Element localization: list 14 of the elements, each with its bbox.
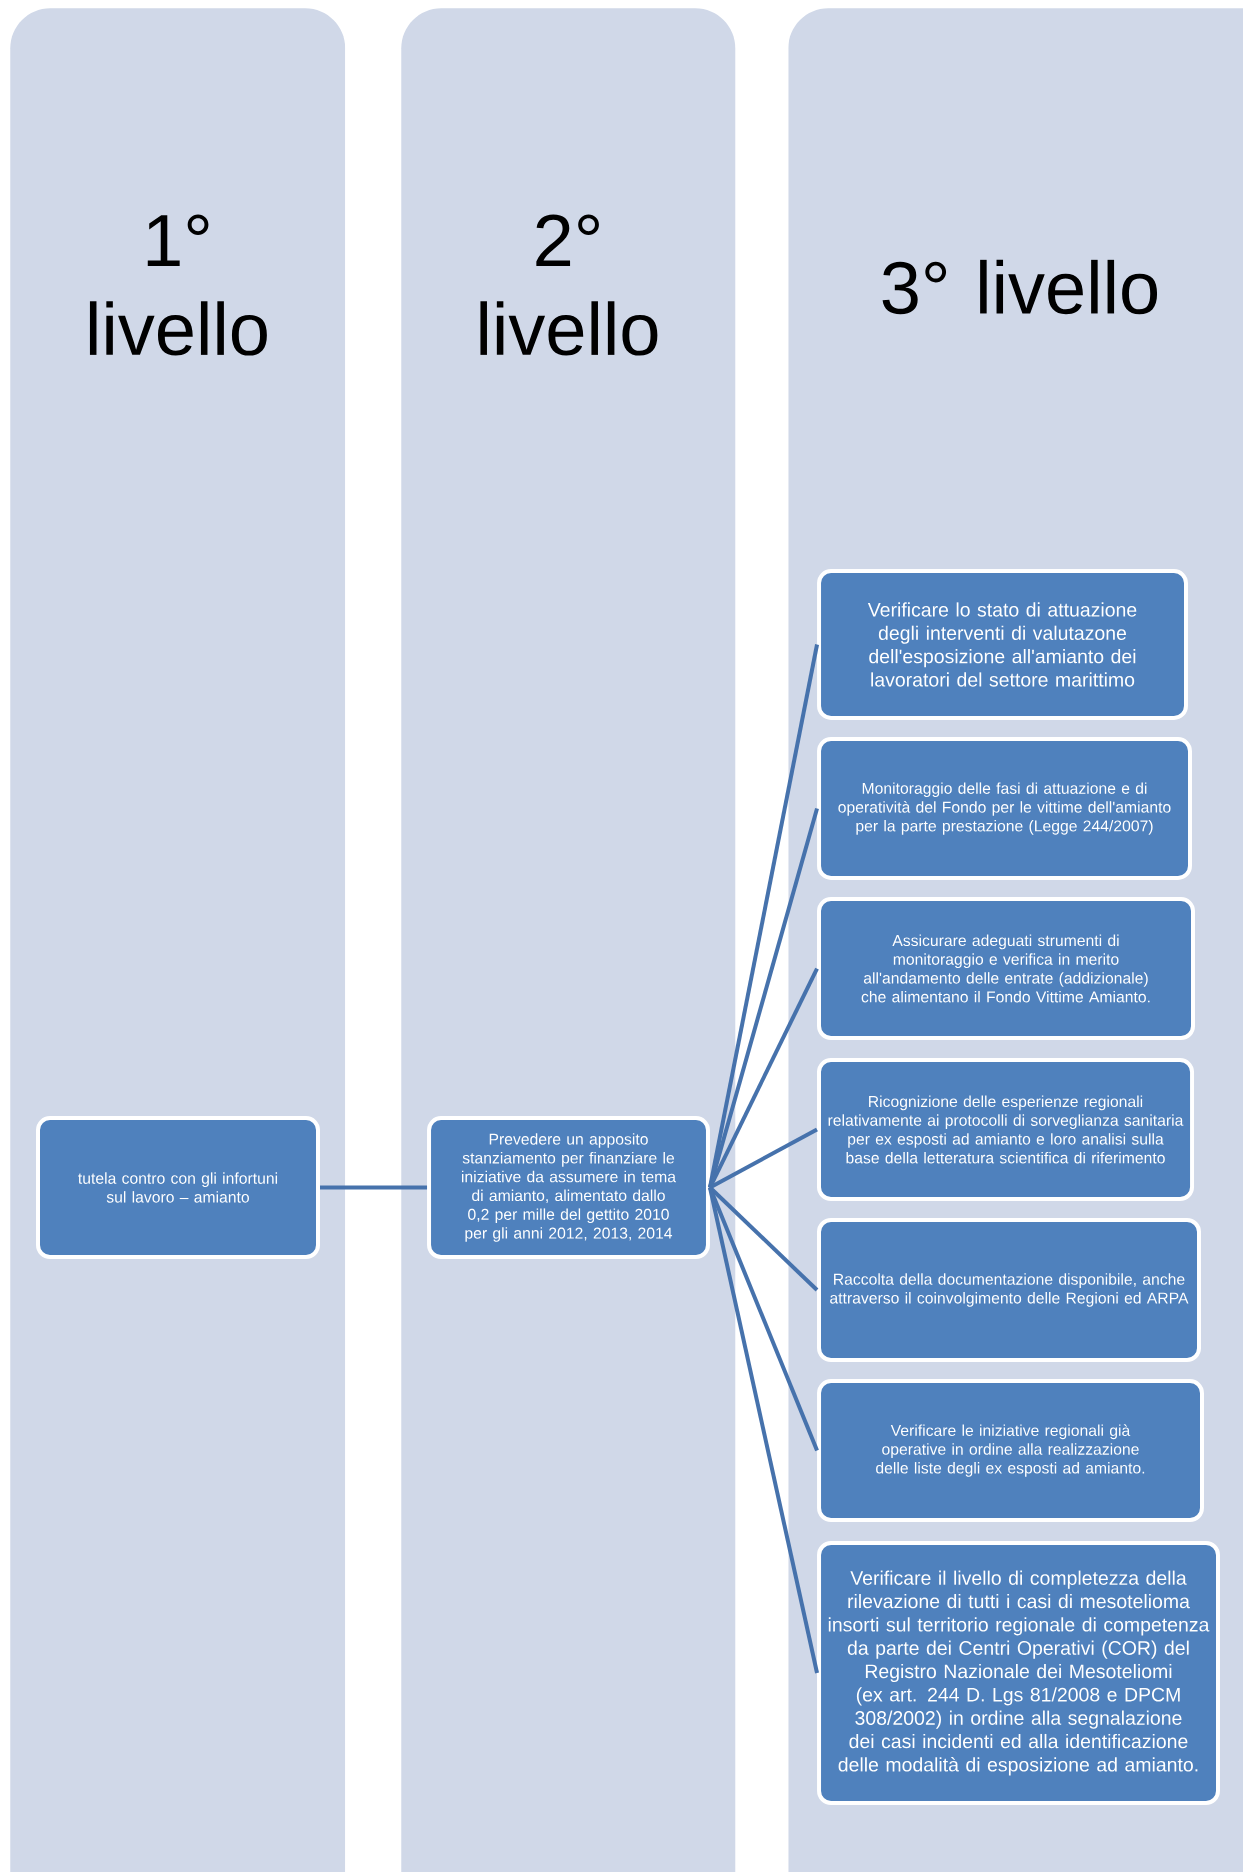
process-box: Verificare le iniziative regionali già operative in ordine alla realizzazione delle liste degli ex esposti ad amianto.	[817, 1379, 1204, 1522]
process-box: Ricognizione delle esperienze regionali relativamente ai protocolli di sorveglianza sanitaria per ex esposti ad amianto e loro analisi sulla base della letteratura scientifica di riferimento	[816, 1058, 1195, 1201]
connector-line	[708, 807, 819, 1189]
connector-line	[320, 1185, 428, 1190]
process-box: tutela contro con gli infortuni sul lavoro – amianto	[36, 1116, 320, 1259]
connector-line	[708, 967, 819, 1189]
connector-line	[708, 1187, 819, 1674]
process-box: Monitoraggio delle fasi di attuazione e di operatività del Fondo per le vittime dell'amianto per la parte prestazione (Legge 244/2007)	[817, 737, 1192, 880]
process-box: Prevedere un apposito stanziamento per finanziare le iniziative da assumere in tema di amianto, alimentato dallo 0,2 per mille del gettito 2010 per gli anni 2012, 2013, 2014	[427, 1116, 710, 1259]
process-box: Raccolta della documentazione disponibile, anche attraverso il coinvolgimento delle Regioni ed ARPA	[817, 1218, 1201, 1362]
connector-line	[709, 1127, 818, 1190]
process-box: Verificare il livello di completezza della rilevazione di tutti i casi di mesotelioma insorti sul territorio regionale di competenza da parte dei Centri Operativi (COR) del Registro Nazionale dei Mesoteliomi (ex art. 244 D. Lgs 81/2008 e DPCM 308/2002) in ordine alla segnalazione dei casi incidenti ed alla identificazione delle modalità di esposizione ad amianto.	[817, 1541, 1220, 1805]
process-box: Verificare lo stato di attuazione degli interventi di valutazone dell'esposizione all'amianto dei lavoratori del settore marittimo	[817, 569, 1188, 720]
process-box: Assicurare adeguati strumenti di monitoraggio e verifica in merito all'andamento delle entrate (addizionale) che alimentano il Fondo Vittime Amianto.	[817, 897, 1195, 1040]
